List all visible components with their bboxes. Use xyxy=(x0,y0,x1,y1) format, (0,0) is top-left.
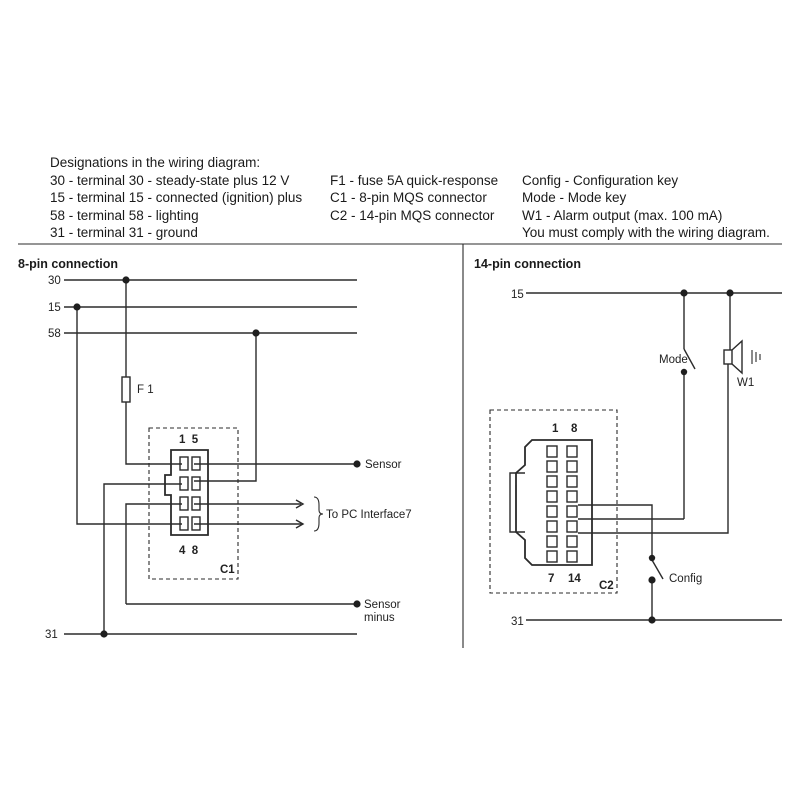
terminal-dot xyxy=(353,600,361,608)
wire-15-pin4 xyxy=(76,307,182,525)
wire-31-pin2 xyxy=(103,483,182,634)
panel-title: 8-pin connection xyxy=(18,257,118,271)
connector-c2-body xyxy=(515,439,593,566)
c1-top-pins: 1 5 xyxy=(179,434,199,446)
connector-c1-body xyxy=(164,449,209,536)
wire-fuse-pin1 xyxy=(125,402,182,465)
junction-dot xyxy=(680,289,688,297)
connector-c2-latch xyxy=(509,472,525,533)
brace-icon xyxy=(313,496,324,532)
wire-alarm-pin xyxy=(578,364,729,534)
sensor-minus-label: Sensor xyxy=(364,599,401,611)
junction-dot xyxy=(73,303,81,311)
legend-item: C1 - 8-pin MQS connector xyxy=(330,190,487,205)
arrow-right-icon xyxy=(295,519,305,529)
terminal-dot xyxy=(353,460,361,468)
mode-label: Mode xyxy=(659,354,688,366)
junction-dot xyxy=(100,630,108,638)
switch-contact-dot xyxy=(680,368,688,376)
junction-dot xyxy=(648,576,656,584)
panel-8pin: 8-pin connection 30 15 58 31 F 1 xyxy=(18,257,412,641)
wire-sensor-minus xyxy=(125,503,182,604)
speaker-icon xyxy=(731,339,743,375)
sensor-minus-label-2: minus xyxy=(364,612,395,624)
fuse-f1 xyxy=(121,376,131,403)
panel-14pin: 14-pin connection 15 31 Mode W1 Config 1… xyxy=(474,257,782,628)
c1-pins xyxy=(179,456,201,531)
c2-pins xyxy=(546,445,578,563)
legend-item: C2 - 14-pin MQS connector xyxy=(330,208,495,223)
connector-c2-outline xyxy=(489,409,618,594)
alarm-label: W1 xyxy=(737,377,754,389)
wire-config-pin xyxy=(578,504,653,556)
junction-dot xyxy=(122,276,130,284)
c2-pin-1: 1 xyxy=(552,423,559,435)
c1-bottom-pins: 4 8 xyxy=(179,545,199,557)
pc-interface-label: To PC Interface7 xyxy=(326,509,412,521)
legend-item: Config - Configuration key xyxy=(522,173,679,188)
terminal-30-label: 30 xyxy=(48,275,61,287)
panel-title: 14-pin connection xyxy=(474,257,581,271)
junction-dot xyxy=(252,329,260,337)
terminal-58-label: 58 xyxy=(48,328,61,340)
config-label: Config xyxy=(669,573,702,585)
terminal-31-label: 31 xyxy=(511,616,524,628)
legend-item: Mode - Mode key xyxy=(522,190,627,205)
legend-item: 15 - terminal 15 - connected (ignition) … xyxy=(50,190,303,205)
legend-item: 58 - terminal 58 - lighting xyxy=(50,208,199,223)
legend-heading: Designations in the wiring diagram: xyxy=(50,155,261,170)
sensor-label: Sensor xyxy=(365,459,402,471)
legend-item: 31 - terminal 31 - ground xyxy=(50,225,198,240)
c2-name: C2 xyxy=(599,580,614,592)
c2-pin-8: 8 xyxy=(571,423,578,435)
legend-item: You must comply with the wiring diagram. xyxy=(522,225,770,240)
mode-switch-icon xyxy=(683,348,696,370)
c2-pin-14: 14 xyxy=(568,573,581,585)
fuse-label: F 1 xyxy=(137,384,154,396)
c1-name: C1 xyxy=(220,564,235,576)
terminal-31-label: 31 xyxy=(45,629,58,641)
wire-58-pin xyxy=(194,333,257,482)
switch-contact-dot xyxy=(648,554,656,562)
junction-dot xyxy=(726,289,734,297)
c2-pin-7: 7 xyxy=(548,573,554,585)
connector-c1-outline xyxy=(148,427,239,580)
legend-item: W1 - Alarm output (max. 100 mA) xyxy=(522,208,723,223)
legend-item: F1 - fuse 5A quick-response xyxy=(330,173,499,188)
arrow-right-icon xyxy=(295,499,305,509)
junction-dot xyxy=(648,616,656,624)
terminal-15-label: 15 xyxy=(48,302,61,314)
legend-item: 30 - terminal 30 - steady-state plus 12 … xyxy=(50,173,290,188)
config-switch-icon xyxy=(651,559,664,580)
buzzer-icon xyxy=(723,349,733,365)
terminal-15-label: 15 xyxy=(511,289,524,301)
